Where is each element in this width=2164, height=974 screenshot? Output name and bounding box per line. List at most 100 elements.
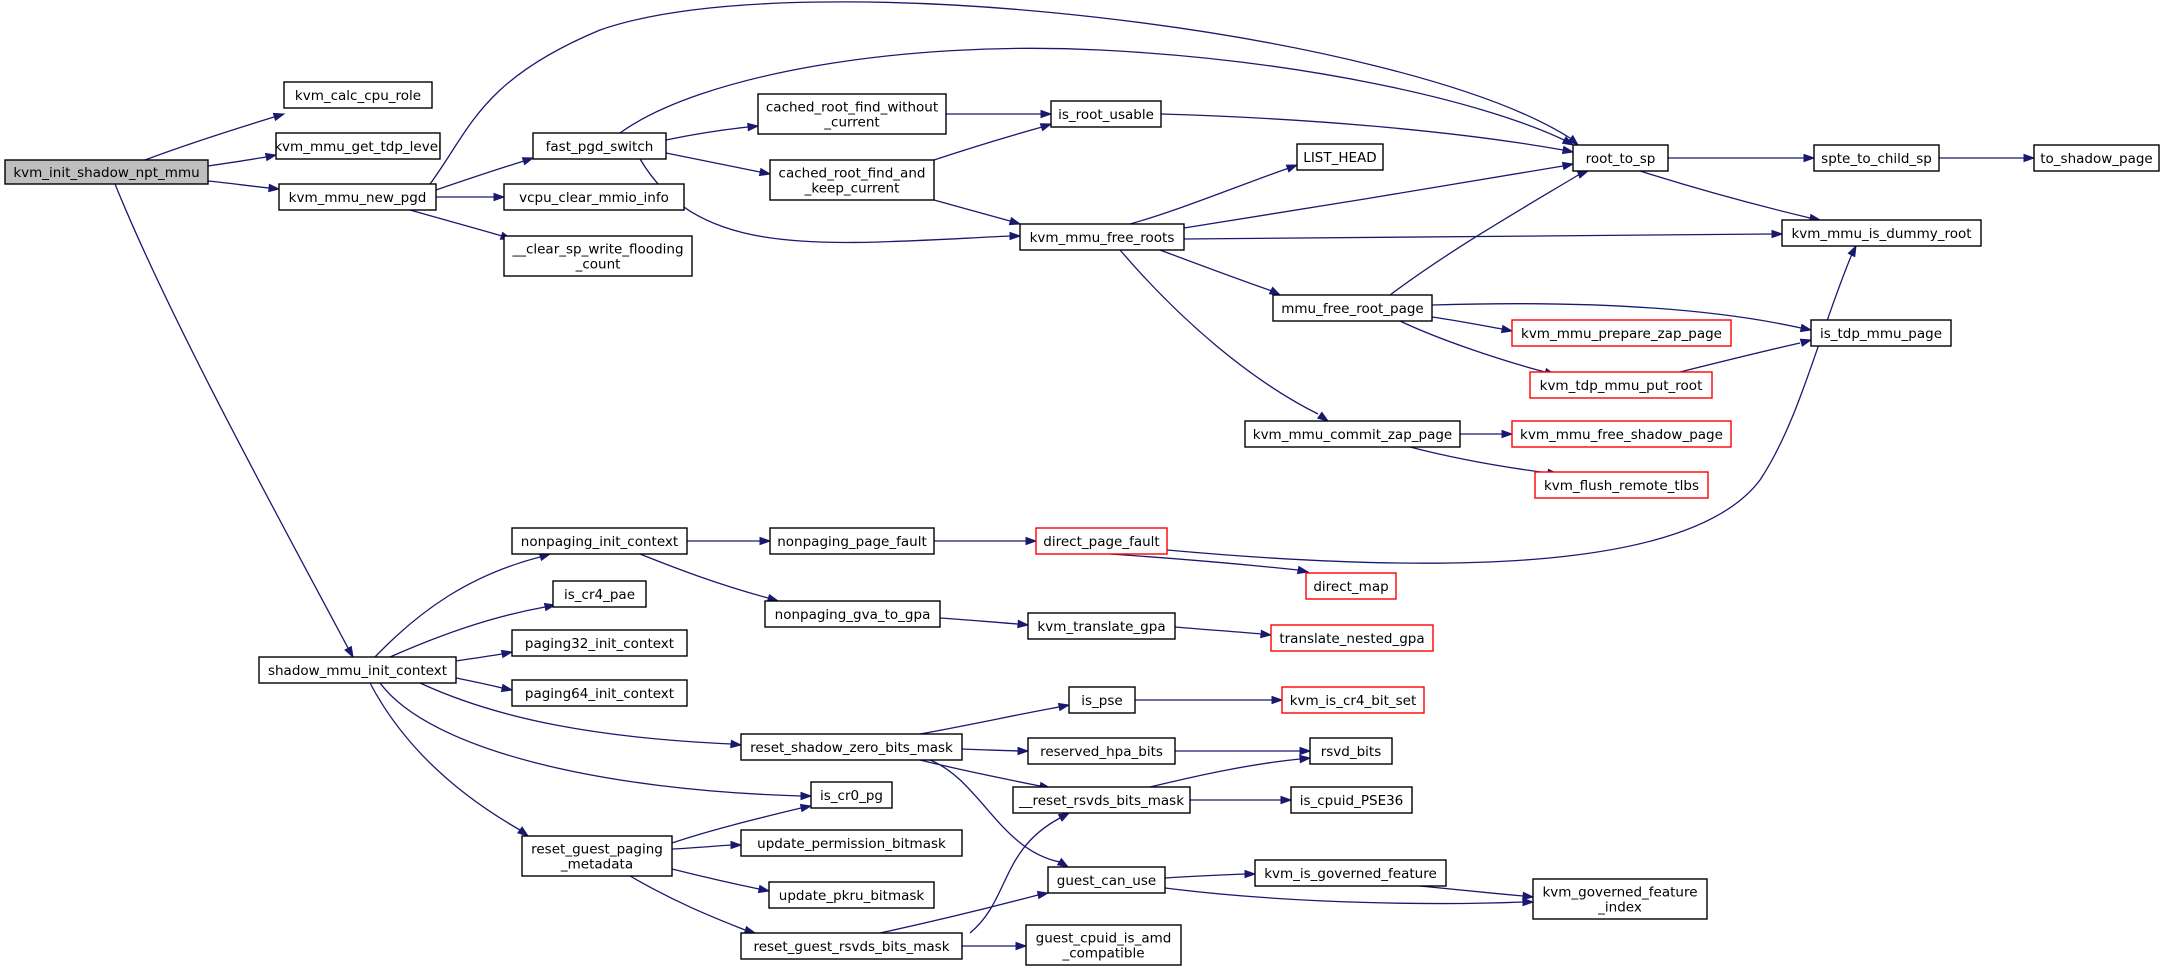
function-node[interactable]: kvm_tdp_mmu_put_root bbox=[1529, 371, 1713, 399]
function-node-box[interactable] bbox=[1810, 319, 1952, 347]
function-node-box[interactable] bbox=[740, 733, 963, 761]
function-node[interactable]: to_shadow_page bbox=[2033, 144, 2160, 172]
function-node-box[interactable] bbox=[769, 527, 935, 555]
function-node-box[interactable] bbox=[1290, 786, 1413, 814]
function-node-box[interactable] bbox=[258, 656, 457, 684]
function-node-box[interactable] bbox=[1050, 100, 1162, 128]
function-node[interactable]: guest_cpuid_is_amd_compatible bbox=[1025, 924, 1182, 966]
function-node-box[interactable] bbox=[1309, 737, 1393, 765]
function-node[interactable]: kvm_mmu_get_tdp_level bbox=[274, 132, 442, 160]
function-node[interactable]: kvm_is_governed_feature bbox=[1254, 859, 1447, 887]
function-node-box[interactable] bbox=[1027, 612, 1176, 640]
function-node[interactable]: kvm_init_shadow_npt_mmu bbox=[4, 159, 209, 185]
function-node-box[interactable] bbox=[1027, 737, 1176, 765]
function-node[interactable]: vcpu_clear_mmio_info bbox=[503, 183, 685, 211]
function-node-box[interactable] bbox=[1281, 686, 1425, 714]
function-node[interactable]: cached_root_find_and_keep_current bbox=[769, 159, 935, 201]
function-node-box[interactable] bbox=[1529, 371, 1713, 399]
function-node[interactable]: kvm_mmu_prepare_zap_page bbox=[1511, 319, 1732, 347]
function-node[interactable]: kvm_translate_gpa bbox=[1027, 612, 1176, 640]
function-node[interactable]: cached_root_find_without_current bbox=[757, 93, 947, 135]
function-node-box[interactable] bbox=[1244, 420, 1461, 448]
function-node-box[interactable] bbox=[1012, 786, 1191, 814]
function-node[interactable]: LIST_HEAD bbox=[1296, 143, 1384, 171]
function-node-box[interactable] bbox=[503, 183, 685, 211]
function-node[interactable]: kvm_mmu_free_roots bbox=[1019, 223, 1185, 251]
function-node[interactable]: is_tdp_mmu_page bbox=[1810, 319, 1952, 347]
function-node-box[interactable] bbox=[503, 235, 693, 277]
function-node[interactable]: __clear_sp_write_flooding_count bbox=[503, 235, 693, 277]
function-node[interactable]: nonpaging_page_fault bbox=[769, 527, 935, 555]
function-node-box[interactable] bbox=[764, 600, 941, 628]
function-node-box[interactable] bbox=[1254, 859, 1447, 887]
function-node[interactable]: nonpaging_gva_to_gpa bbox=[764, 600, 941, 628]
function-node-box[interactable] bbox=[768, 881, 935, 909]
function-node-box[interactable] bbox=[2033, 144, 2160, 172]
function-node-box[interactable] bbox=[275, 132, 441, 160]
function-node-box[interactable] bbox=[532, 132, 667, 160]
function-node[interactable]: is_pse bbox=[1068, 686, 1136, 714]
function-node[interactable]: __reset_rsvds_bits_mask bbox=[1012, 786, 1191, 814]
function-node-box[interactable] bbox=[1572, 144, 1669, 172]
function-node[interactable]: translate_nested_gpa bbox=[1270, 624, 1434, 652]
function-node[interactable]: kvm_flush_remote_tlbs bbox=[1534, 471, 1709, 499]
function-node-box[interactable] bbox=[1270, 624, 1434, 652]
function-node[interactable]: paging64_init_context bbox=[511, 679, 688, 707]
function-node-box[interactable] bbox=[4, 159, 209, 185]
function-node[interactable]: reset_guest_paging_metadata bbox=[521, 835, 673, 877]
function-node[interactable]: kvm_governed_feature_index bbox=[1532, 878, 1708, 920]
function-node[interactable]: nonpaging_init_context bbox=[511, 527, 688, 555]
function-node[interactable]: kvm_calc_cpu_role bbox=[283, 81, 433, 109]
function-node[interactable]: reset_guest_rsvds_bits_mask bbox=[740, 932, 963, 960]
function-node-box[interactable] bbox=[1019, 223, 1185, 251]
function-node[interactable]: paging32_init_context bbox=[511, 629, 688, 657]
function-node[interactable]: kvm_mmu_commit_zap_page bbox=[1244, 420, 1461, 448]
function-node-box[interactable] bbox=[511, 629, 688, 657]
function-node-box[interactable] bbox=[810, 781, 893, 809]
function-node-box[interactable] bbox=[1296, 143, 1384, 171]
function-node-box[interactable] bbox=[740, 932, 963, 960]
function-node[interactable]: guest_can_use bbox=[1047, 866, 1166, 894]
function-node[interactable]: kvm_is_cr4_bit_set bbox=[1281, 686, 1425, 714]
function-node-box[interactable] bbox=[511, 679, 688, 707]
function-node-box[interactable] bbox=[511, 527, 688, 555]
function-node-box[interactable] bbox=[1511, 420, 1732, 448]
function-node-box[interactable] bbox=[1035, 527, 1168, 555]
function-node-box[interactable] bbox=[1511, 319, 1732, 347]
function-node[interactable]: is_cr4_pae bbox=[552, 580, 647, 608]
function-node[interactable]: direct_page_fault bbox=[1035, 527, 1168, 555]
function-node[interactable]: reserved_hpa_bits bbox=[1027, 737, 1176, 765]
function-node[interactable]: spte_to_child_sp bbox=[1813, 144, 1940, 172]
function-node[interactable]: fast_pgd_switch bbox=[532, 132, 667, 160]
function-node[interactable]: reset_shadow_zero_bits_mask bbox=[740, 733, 963, 761]
function-node[interactable]: kvm_mmu_is_dummy_root bbox=[1781, 219, 1982, 247]
function-node-box[interactable] bbox=[1068, 686, 1136, 714]
function-node-box[interactable] bbox=[1272, 294, 1433, 322]
function-node[interactable]: kvm_mmu_new_pgd bbox=[278, 183, 437, 211]
function-node[interactable]: rsvd_bits bbox=[1309, 737, 1393, 765]
function-node-box[interactable] bbox=[1047, 866, 1166, 894]
function-node-box[interactable] bbox=[278, 183, 437, 211]
function-node[interactable]: is_cr0_pg bbox=[810, 781, 893, 809]
function-node-box[interactable] bbox=[283, 81, 433, 109]
function-node-box[interactable] bbox=[1534, 471, 1709, 499]
function-node[interactable]: update_permission_bitmask bbox=[740, 829, 963, 857]
function-node[interactable]: root_to_sp bbox=[1572, 144, 1669, 172]
function-node[interactable]: kvm_mmu_free_shadow_page bbox=[1511, 420, 1732, 448]
function-node-box[interactable] bbox=[1305, 572, 1397, 600]
function-node-box[interactable] bbox=[1532, 878, 1708, 920]
function-node[interactable]: update_pkru_bitmask bbox=[768, 881, 935, 909]
function-node-box[interactable] bbox=[740, 829, 963, 857]
function-node[interactable]: is_root_usable bbox=[1050, 100, 1162, 128]
function-node-box[interactable] bbox=[521, 835, 673, 877]
function-node-box[interactable] bbox=[552, 580, 647, 608]
function-node-box[interactable] bbox=[757, 93, 947, 135]
function-node-box[interactable] bbox=[1813, 144, 1940, 172]
function-node[interactable]: mmu_free_root_page bbox=[1272, 294, 1433, 322]
function-node[interactable]: shadow_mmu_init_context bbox=[258, 656, 457, 684]
function-node-box[interactable] bbox=[769, 159, 935, 201]
function-node-box[interactable] bbox=[1781, 219, 1982, 247]
function-node[interactable]: direct_map bbox=[1305, 572, 1397, 600]
function-node[interactable]: is_cpuid_PSE36 bbox=[1290, 786, 1413, 814]
function-node-box[interactable] bbox=[1025, 924, 1182, 966]
